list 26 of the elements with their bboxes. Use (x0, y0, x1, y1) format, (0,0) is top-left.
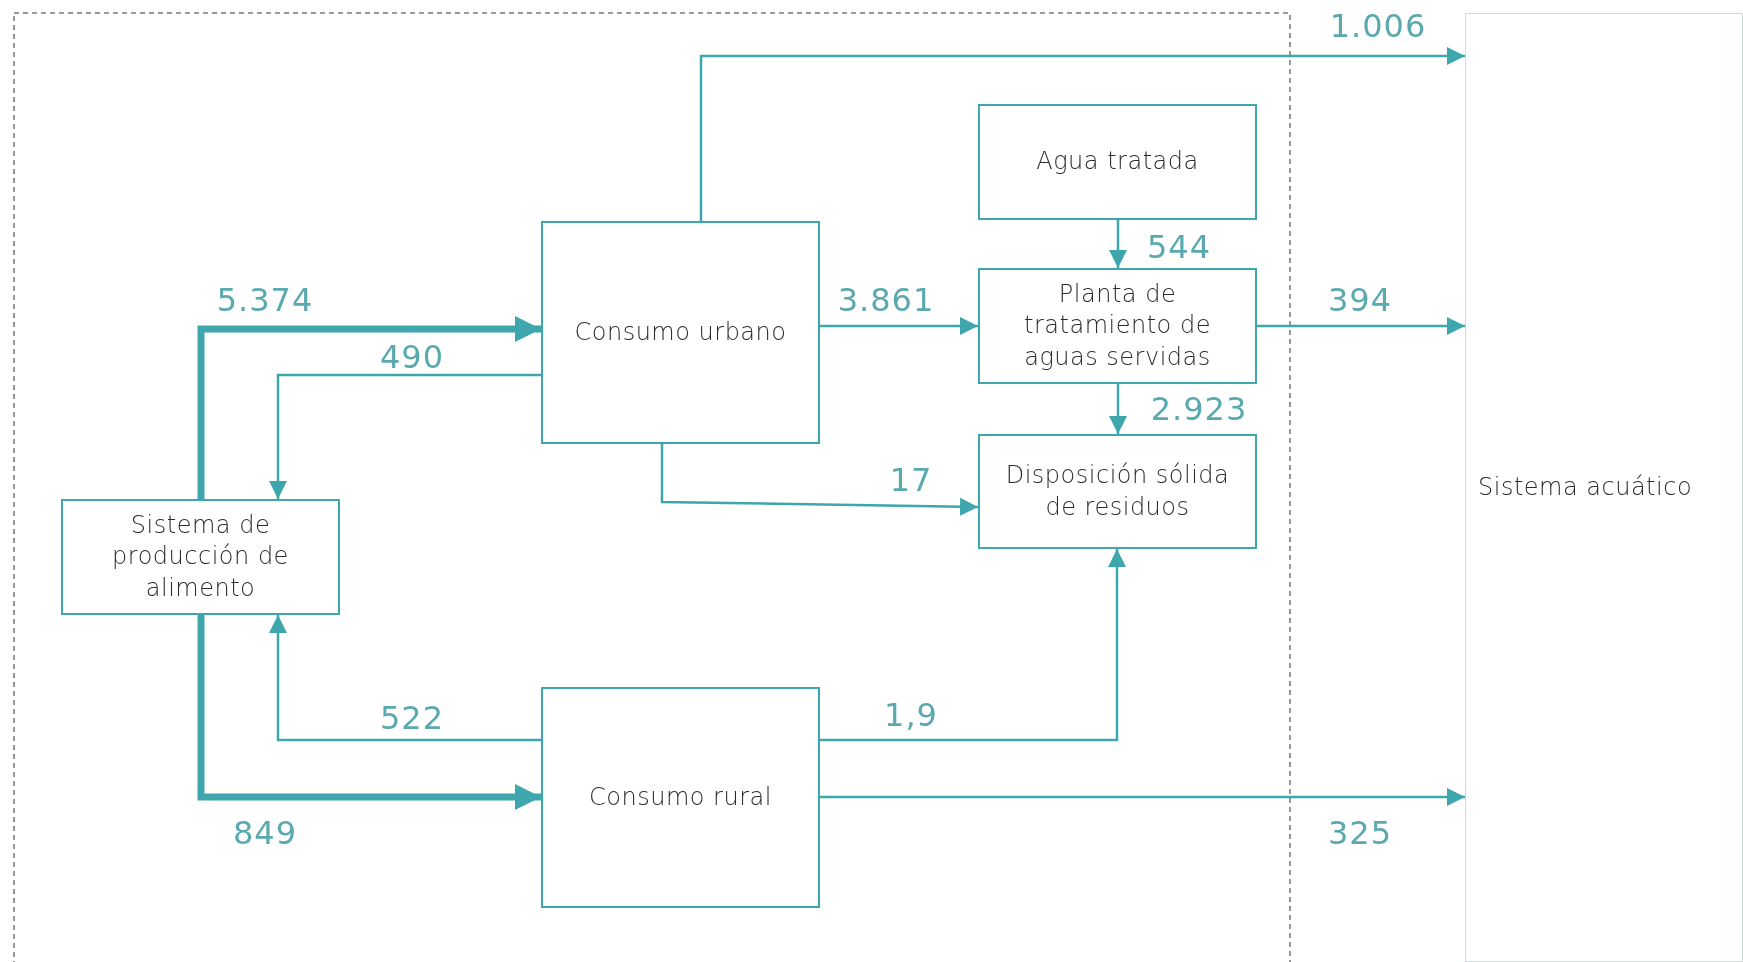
node-label: Sistema acuático (1477, 471, 1694, 503)
node-label: Planta de tratamiento de aguas servidas (1023, 279, 1212, 373)
flow-arrow (269, 615, 541, 742)
process-box (61, 499, 340, 615)
flow-arrow (820, 549, 1126, 742)
node-label: Consumo urbano (573, 316, 788, 348)
process-box (541, 221, 820, 444)
process-box (978, 434, 1257, 549)
flow-arrow (1109, 384, 1127, 434)
process-box (978, 268, 1257, 384)
flow-arrow (197, 615, 541, 810)
flow-arrow (699, 47, 1465, 221)
flow-arrow (197, 316, 541, 499)
process-box (541, 687, 820, 908)
node-label: Disposición sólida de residuos (1004, 460, 1231, 523)
flow-arrow (1109, 220, 1127, 268)
flow-arrow (660, 444, 978, 516)
node-label: Consumo rural (588, 781, 773, 813)
flow-arrow (820, 788, 1465, 806)
system-panel (1465, 13, 1743, 962)
node-label: Agua tratada (1035, 146, 1200, 178)
node-label: Sistema de producción de alimento (111, 510, 290, 604)
process-box (978, 104, 1257, 220)
flow-arrow (269, 373, 541, 499)
flow-arrow (820, 317, 978, 335)
flow-arrow (1257, 317, 1465, 335)
